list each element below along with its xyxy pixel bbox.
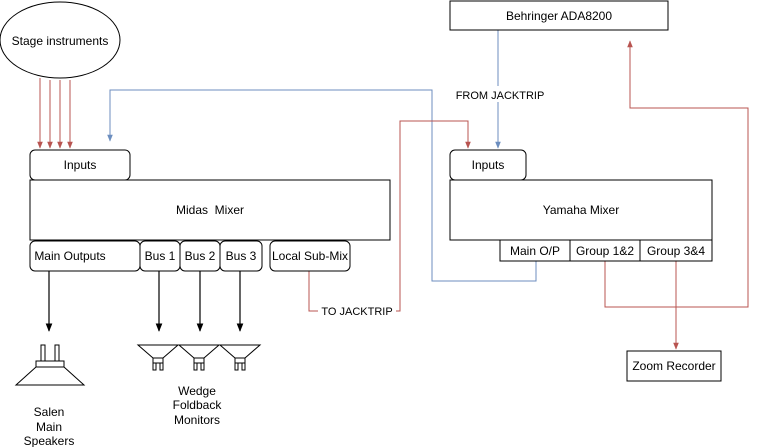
bus3-label: Bus 3 [226, 249, 257, 263]
midas-mixer-node[interactable] [29, 179, 391, 241]
wedge-caption-line2: Foldback [173, 398, 223, 412]
wedge-caption-line1: Wedge [178, 384, 216, 398]
stage-instruments-label: Stage instruments [12, 34, 109, 48]
group12-to-behringer-link [604, 40, 749, 308]
main-op-label: Main O/P [510, 244, 560, 258]
salen-caption-line1: Salen [34, 405, 65, 419]
stage-to-inputs-links [37, 78, 73, 149]
salen-caption-line3: Speakers [24, 434, 75, 447]
yamaha-mixer-label: Yamaha Mixer [543, 203, 619, 217]
salen-caption-line2: Main [36, 420, 62, 434]
wedge-monitor-icon [136, 344, 262, 371]
wedge-caption-line3: Monitors [174, 413, 220, 427]
behringer-label: Behringer ADA8200 [506, 9, 612, 23]
yamaha-inputs-label: Inputs [472, 158, 505, 172]
bus3-node[interactable] [219, 240, 263, 272]
zoom-recorder-node[interactable] [626, 350, 722, 382]
bus1-label: Bus 1 [145, 249, 176, 263]
midas-inputs-label: Inputs [64, 158, 97, 172]
from-jacktrip-label: FROM JACKTRIP [456, 90, 545, 102]
local-submix-label: Local Sub-Mix [272, 249, 348, 263]
midas-mixer-label: Midas Mixer [176, 203, 244, 217]
main-outputs-label: Main Outputs [34, 249, 105, 263]
output-links [45, 271, 244, 332]
yamaha-mixer-node[interactable] [449, 179, 713, 241]
submix-to-yamaha-link [308, 120, 471, 312]
group12-label: Group 1&2 [576, 244, 634, 258]
local-submix-node[interactable] [269, 240, 351, 272]
zoom-recorder-label: Zoom Recorder [632, 359, 715, 373]
to-jacktrip-label: TO JACKTRIP [321, 306, 392, 318]
group34-node[interactable] [639, 239, 713, 262]
speaker-icon [14, 344, 86, 386]
stage-instruments-node[interactable] [0, 1, 121, 79]
group34-label: Group 3&4 [647, 244, 705, 258]
bus2-label: Bus 2 [185, 249, 216, 263]
main-op-to-midas-link [107, 89, 537, 282]
behringer-node[interactable] [449, 0, 669, 31]
